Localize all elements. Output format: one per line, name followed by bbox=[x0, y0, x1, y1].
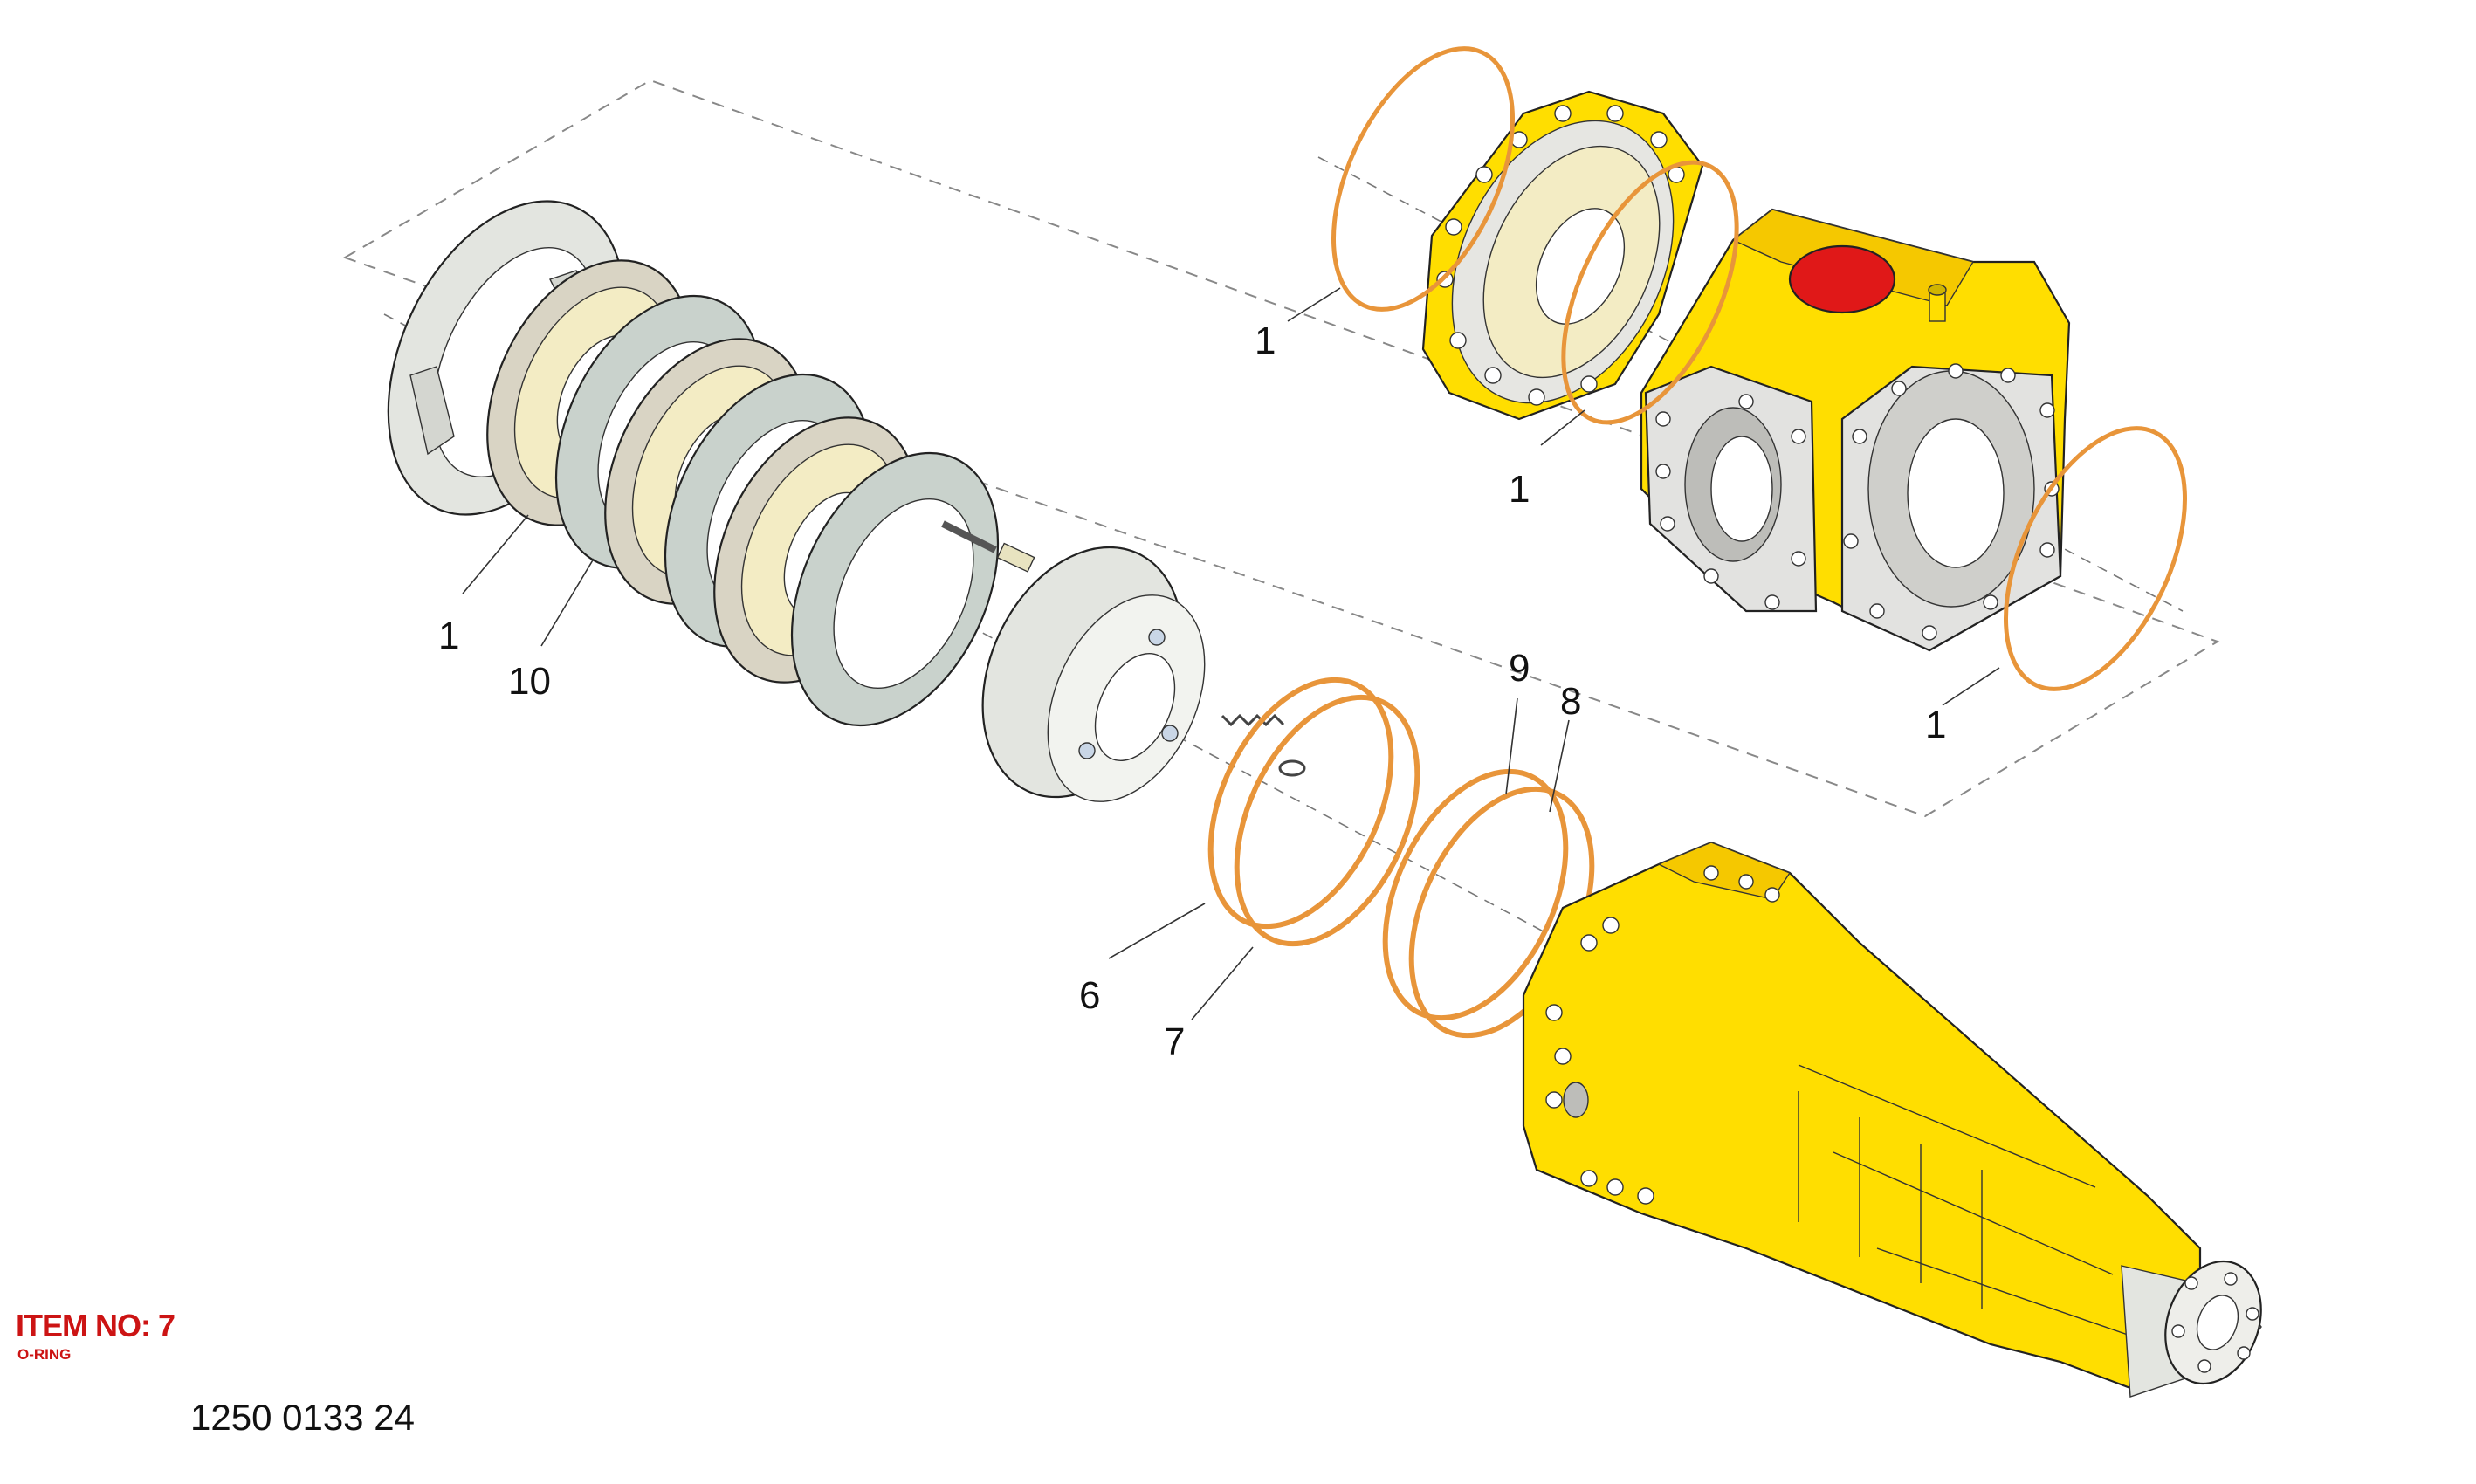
callout-oring-7: 7 bbox=[1164, 1020, 1185, 1063]
callout-ring-top-mid: 1 bbox=[1509, 468, 1530, 511]
leader-ring-top-left bbox=[1287, 287, 1341, 322]
callout-oring-9: 9 bbox=[1509, 647, 1530, 690]
steel-disc bbox=[790, 451, 1000, 727]
cover-plate bbox=[1421, 90, 1704, 421]
disc-pack bbox=[486, 259, 1000, 727]
oring-9 bbox=[1382, 768, 1569, 1021]
main-housing bbox=[1640, 208, 2071, 652]
callout-discs: 10 bbox=[508, 660, 551, 703]
oring-6 bbox=[1207, 677, 1394, 930]
leader-oring-8 bbox=[1549, 719, 1570, 813]
leader-ring-left bbox=[462, 514, 529, 594]
callout-oring-8: 8 bbox=[1560, 680, 1581, 723]
leader-ring-right bbox=[1942, 667, 2000, 706]
leader-oring-9 bbox=[1505, 697, 1518, 795]
item-number-title: ITEM NO: 7 bbox=[16, 1308, 175, 1343]
axle-housing bbox=[1522, 841, 2262, 1398]
callout-ring-left: 1 bbox=[438, 615, 459, 657]
item-description: O-RING bbox=[17, 1346, 72, 1363]
callout-oring-6: 6 bbox=[1079, 974, 1100, 1017]
guide-pin bbox=[941, 520, 1035, 573]
leader-oring-7 bbox=[1191, 946, 1254, 1020]
oring-1-middle bbox=[1561, 160, 1739, 425]
leader-discs bbox=[540, 558, 595, 647]
spring-retainer bbox=[981, 546, 1206, 802]
leader-oring-6 bbox=[1108, 903, 1206, 959]
oring-1-top bbox=[1331, 46, 1516, 312]
part-number: 1250 0133 24 bbox=[190, 1397, 415, 1438]
oring-7 bbox=[1234, 694, 1420, 947]
leader-ring-top-mid bbox=[1540, 409, 1585, 446]
spring bbox=[1221, 713, 1306, 777]
callout-ring-top-left: 1 bbox=[1255, 319, 1276, 362]
red-cap bbox=[1788, 244, 1896, 314]
oring-1-right bbox=[2003, 426, 2188, 691]
callout-ring-right: 1 bbox=[1925, 704, 1946, 746]
assembly-boundary bbox=[342, 79, 2220, 818]
